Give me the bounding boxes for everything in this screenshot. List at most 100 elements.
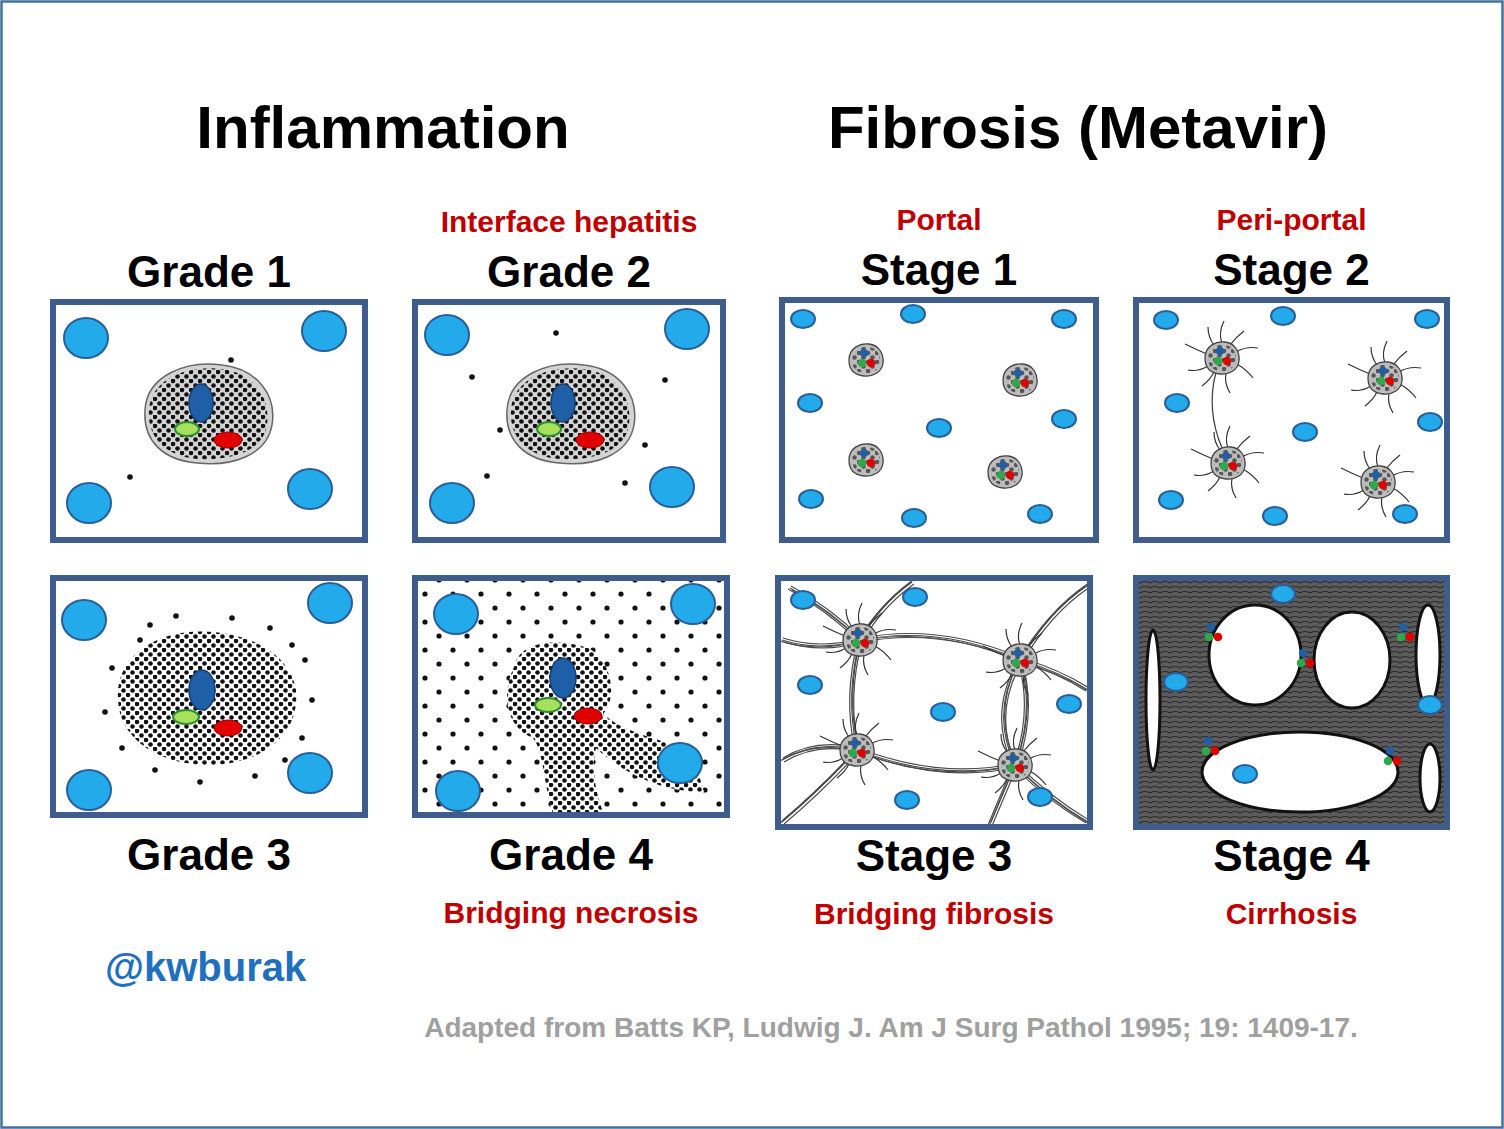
stage-2-illustration — [1415, 310, 1439, 328]
grade-3-illustration — [118, 632, 297, 765]
grade-3-illustration — [173, 710, 199, 724]
pattern-subtitle: Portal — [896, 201, 981, 239]
pattern-subtitle: Interface hepatitis — [441, 203, 698, 241]
grade-1-illustration — [302, 311, 346, 351]
stage-1-illustration — [927, 419, 951, 437]
grade-1-illustration — [288, 469, 332, 509]
grade-3-illustration — [252, 773, 258, 779]
stage-4-illustration — [1271, 585, 1295, 603]
stage-4-illustration — [1146, 605, 1440, 812]
stage-1-illustration — [1028, 505, 1052, 523]
grade-2-illustration — [665, 309, 709, 349]
heading-stack: Grade 4 Bridging necrosis — [412, 818, 730, 932]
panel-heading: Grade 3 — [127, 830, 291, 880]
panel-frame — [50, 575, 368, 818]
pattern-subtitle: Bridging necrosis — [443, 894, 698, 932]
grade-4-illustration — [436, 771, 480, 811]
stage-4-illustration — [1418, 696, 1442, 714]
stage-4-illustration — [1146, 630, 1160, 770]
stage-3-illustration — [823, 603, 896, 675]
grade-panel: Interface hepatitisGrade 2 — [412, 203, 726, 543]
grade-1-illustration — [67, 483, 111, 523]
section-title: Fibrosis (Metavir) — [828, 92, 1328, 164]
panel-heading: Grade 2 — [487, 247, 651, 297]
grade-3-illustration — [282, 757, 288, 763]
grade-4-illustration — [574, 708, 602, 724]
stage-panel: PortalStage 1 — [779, 201, 1099, 543]
stage-2-illustration — [1165, 394, 1189, 412]
panel-frame — [1133, 297, 1450, 543]
grade-4-illustration — [671, 584, 715, 624]
heading-stack: PortalStage 1 — [779, 201, 1099, 297]
stage-4-illustration — [1139, 581, 1444, 824]
grade-2-illustration — [553, 330, 559, 336]
grade-3-illustration — [62, 583, 352, 810]
stage-4-illustration — [1314, 612, 1390, 708]
grade-1-illustration — [64, 311, 346, 523]
stage-3-illustration — [798, 676, 822, 694]
grade-3-illustration — [62, 600, 106, 640]
grade-4-illustration — [418, 581, 724, 814]
heading-stack: Grade 3 — [50, 818, 368, 880]
stage-panel: Stage 4Cirrhosis — [1133, 575, 1450, 933]
stage-3-illustration — [931, 703, 955, 721]
heading-stack: Grade 1 — [50, 247, 368, 299]
grade-3-illustration — [119, 745, 125, 751]
grade-3-illustration — [308, 583, 352, 623]
grade-4-illustration — [550, 658, 576, 698]
author-handle-holder: @kwburak — [105, 943, 306, 991]
grade-3-illustration — [189, 670, 215, 710]
grade-1-illustration — [228, 357, 234, 363]
stage-2-illustration — [1418, 413, 1442, 431]
panel-frame — [50, 299, 368, 543]
grade-2-illustration — [662, 377, 668, 383]
grade-3-illustration — [214, 720, 242, 736]
stage-2-illustration — [1263, 507, 1287, 525]
stage-4-illustration — [1164, 673, 1188, 691]
stage-1-illustration — [849, 444, 883, 476]
heading-stack: Stage 3Bridging fibrosis — [775, 830, 1093, 933]
stage-3-illustration — [895, 791, 919, 809]
stage-2-illustration — [1185, 321, 1258, 393]
grade-2-illustration — [507, 364, 635, 464]
grade-3-illustration — [229, 615, 235, 621]
panel-frame — [412, 575, 730, 818]
stage-4-illustration — [1209, 605, 1301, 705]
grade-2-illustration — [497, 427, 503, 433]
stage-3-illustration — [978, 728, 1051, 800]
grade-3-illustration — [67, 770, 111, 810]
grade-3-illustration — [267, 625, 273, 631]
panel-frame — [779, 297, 1099, 543]
stage-3-illustration — [780, 580, 1090, 826]
grade-2-illustration — [642, 442, 648, 448]
grade-3-illustration — [173, 613, 179, 619]
grade-3-illustration — [102, 613, 315, 785]
grade-3-illustration — [137, 637, 143, 643]
pattern-subtitle: Cirrhosis — [1226, 895, 1358, 933]
author-handle: @kwburak — [105, 943, 306, 991]
stage-1-illustration — [902, 509, 926, 527]
stage-4-illustration — [1233, 765, 1257, 783]
grade-2-illustration — [469, 374, 475, 380]
stage-2-illustration — [1271, 307, 1295, 325]
panel-heading: Grade 1 — [127, 247, 291, 297]
stage-2-illustration — [1212, 372, 1222, 448]
panel-frame — [775, 575, 1093, 830]
stage-3-illustration — [983, 623, 1056, 695]
heading-stack: Interface hepatitisGrade 2 — [412, 203, 726, 299]
panel-heading: Stage 2 — [1213, 245, 1370, 295]
stage-3-illustration — [783, 581, 1087, 822]
section-title-holder: Fibrosis (Metavir) — [828, 92, 1328, 164]
stage-1-illustration — [1003, 364, 1037, 396]
grade-3-illustration — [197, 779, 203, 785]
panel-heading: Grade 4 — [489, 830, 653, 880]
stage-3-illustration — [1057, 695, 1081, 713]
stage-3-illustration — [903, 588, 927, 606]
section-title: Inflammation — [196, 92, 569, 164]
stage-panel: Stage 3Bridging fibrosis — [775, 575, 1093, 933]
grade-2-illustration — [430, 483, 474, 523]
grade-2-illustration — [484, 473, 490, 479]
stage-4-illustration — [1139, 581, 1444, 824]
grade-panel: Grade 1 — [50, 247, 368, 543]
